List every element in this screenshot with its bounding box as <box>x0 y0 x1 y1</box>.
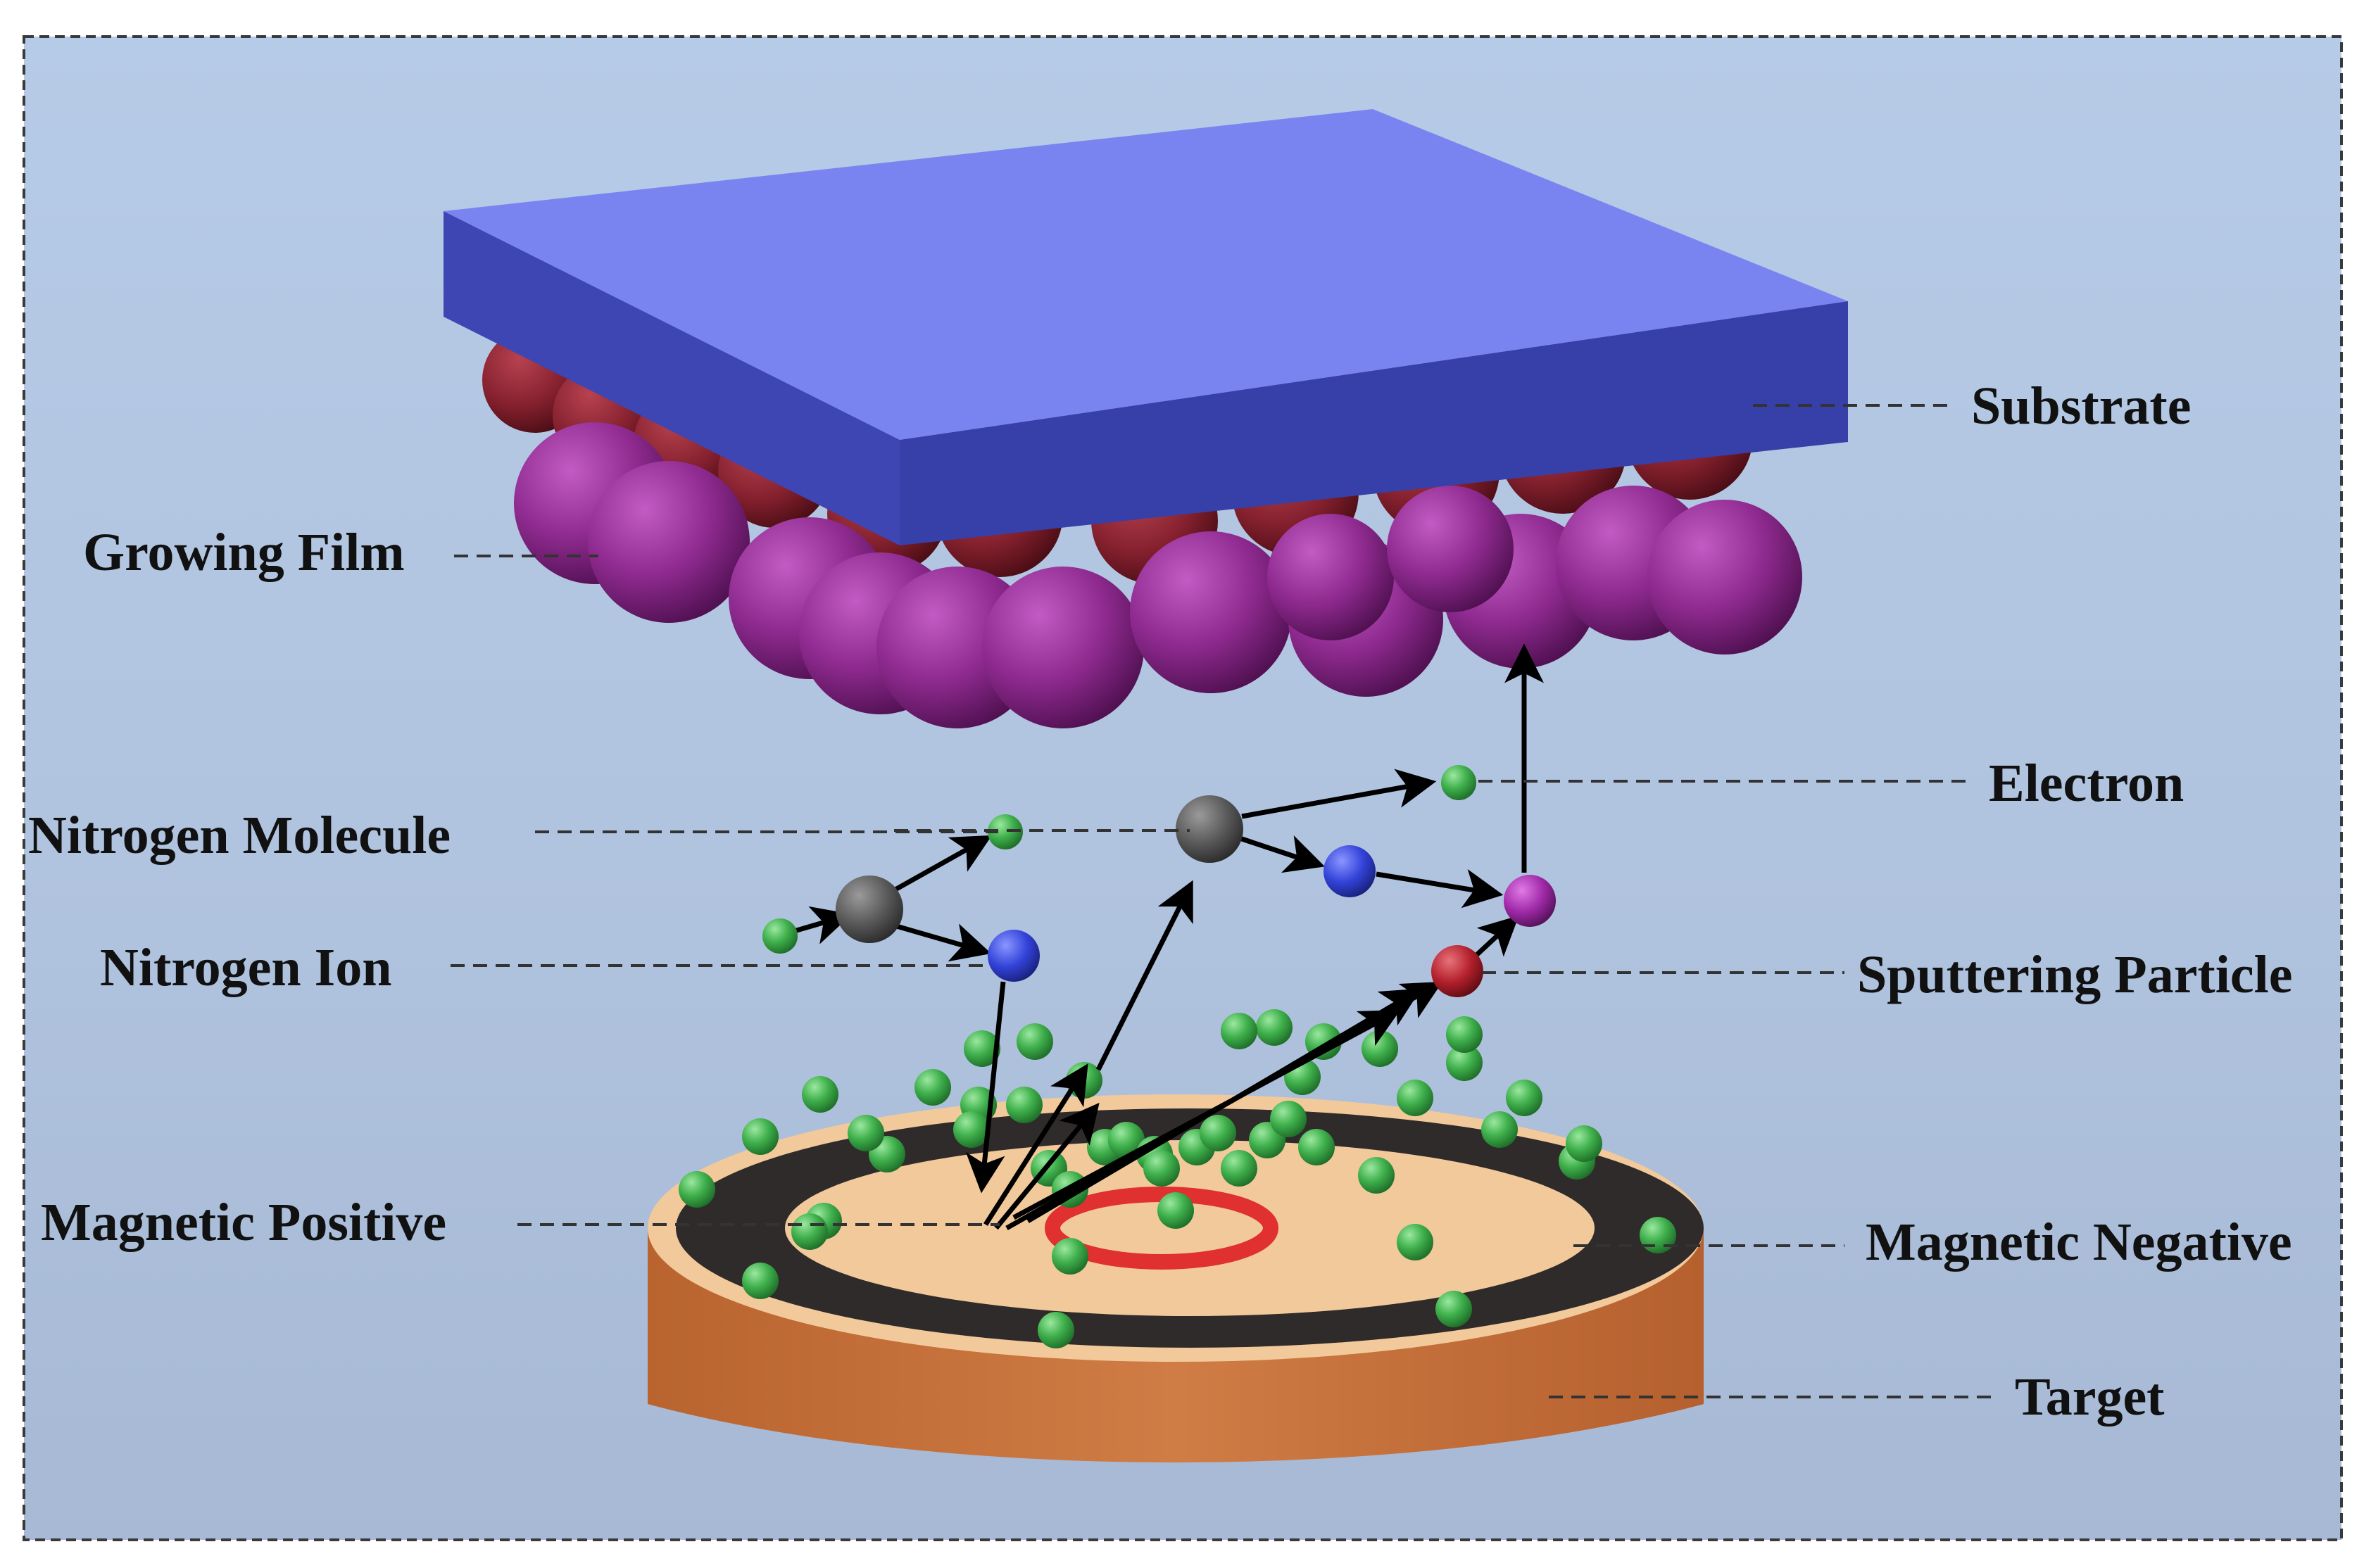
label-electron: Electron <box>1989 754 2184 813</box>
electron-sphere <box>1566 1125 1602 1162</box>
electron-sphere <box>1397 1080 1433 1116</box>
electron-sphere <box>1221 1150 1257 1187</box>
arrow <box>1026 988 1422 1224</box>
electron-sphere <box>762 918 798 954</box>
electron-sphere <box>1397 1224 1433 1260</box>
electron-sphere <box>1052 1238 1088 1275</box>
electron-sphere <box>1358 1157 1395 1194</box>
film-sphere <box>1647 500 1802 655</box>
substrate-front-face <box>444 211 900 545</box>
electron-sphere <box>679 1171 715 1208</box>
electron-sphere <box>1362 1030 1398 1067</box>
electron-sphere <box>914 1069 951 1106</box>
electron-sphere <box>1435 1291 1472 1327</box>
electron-sphere <box>964 1030 1000 1067</box>
electron-cloud <box>679 1009 1676 1348</box>
growing-particle-sphere <box>1504 875 1556 927</box>
electron-sphere <box>1270 1101 1307 1137</box>
arrow <box>1376 868 1504 909</box>
electron-sphere <box>742 1118 779 1155</box>
leader-lines <box>451 404 1996 1398</box>
arrow <box>1095 880 1193 1071</box>
substrate <box>444 109 1848 545</box>
dashed-frame <box>23 35 2343 1541</box>
film-sphere <box>982 567 1144 728</box>
electron-sphere <box>802 1076 838 1113</box>
label-growing-film: Growing Film <box>83 523 405 582</box>
label-magnetic-negative: Magnetic Negative <box>1866 1213 2292 1272</box>
reaction-arrows <box>786 643 1544 1231</box>
label-magnetic-positive: Magnetic Positive <box>41 1193 446 1252</box>
electron-sphere <box>1256 1009 1293 1046</box>
nitrogen-ion-sphere <box>1324 845 1376 897</box>
magnetic-ring-inner <box>785 1140 1595 1316</box>
substrate-top-face <box>444 109 1848 440</box>
electron-sphere <box>1441 765 1476 800</box>
electron-sphere <box>1200 1115 1236 1151</box>
electron-sphere <box>988 814 1023 849</box>
electron-sphere <box>953 1111 990 1148</box>
film-sphere <box>588 461 750 623</box>
substrate-side-face <box>900 301 1848 545</box>
electron-sphere <box>1506 1080 1542 1116</box>
arrow <box>893 835 993 893</box>
arrow <box>1471 915 1519 961</box>
electron-sphere <box>1446 1044 1483 1081</box>
film-sphere <box>1267 514 1394 640</box>
electron-sphere <box>848 1115 884 1151</box>
label-substrate: Substrate <box>1971 377 2191 436</box>
sputtering-particle-sphere <box>1431 945 1483 997</box>
arrow <box>893 923 992 962</box>
nitrogen-molecule-sphere <box>836 875 903 943</box>
electron-sphere <box>791 1213 828 1250</box>
nitrogen-molecule-sphere <box>1176 795 1243 863</box>
film-sphere <box>1387 486 1514 612</box>
electron-sphere <box>1017 1023 1053 1060</box>
film-sphere <box>1130 531 1292 693</box>
label-target: Target <box>2015 1367 2165 1427</box>
electron-sphere <box>1298 1129 1335 1165</box>
electron-sphere <box>742 1263 779 1299</box>
electron-sphere <box>1157 1192 1194 1229</box>
nitrogen-ion-sphere <box>988 930 1040 982</box>
label-sputtering-particle: Sputtering Particle <box>1857 945 2292 1004</box>
arrow <box>983 1063 1088 1226</box>
labels: Substrate Growing Film Electron Nitrogen… <box>28 377 2292 1427</box>
electron-sphere <box>1038 1312 1074 1348</box>
center-ring <box>1045 1187 1278 1270</box>
arrow <box>1232 833 1325 873</box>
gas-particles <box>762 765 1556 997</box>
electron-sphere <box>1006 1087 1043 1123</box>
electron-sphere <box>1640 1217 1676 1253</box>
electron-sphere <box>1143 1150 1180 1187</box>
electron-sphere <box>1108 1122 1145 1158</box>
arrow <box>1241 769 1437 819</box>
electron-sphere <box>1221 1013 1257 1049</box>
label-nitrogen-ion: Nitrogen Ion <box>100 938 392 997</box>
target <box>648 1094 1704 1462</box>
electron-sphere <box>1481 1111 1518 1148</box>
arrow <box>994 1102 1100 1230</box>
electron-sphere <box>1446 1016 1483 1053</box>
label-nitrogen-molecule: Nitrogen Molecule <box>28 806 451 865</box>
arrow <box>965 981 1006 1194</box>
